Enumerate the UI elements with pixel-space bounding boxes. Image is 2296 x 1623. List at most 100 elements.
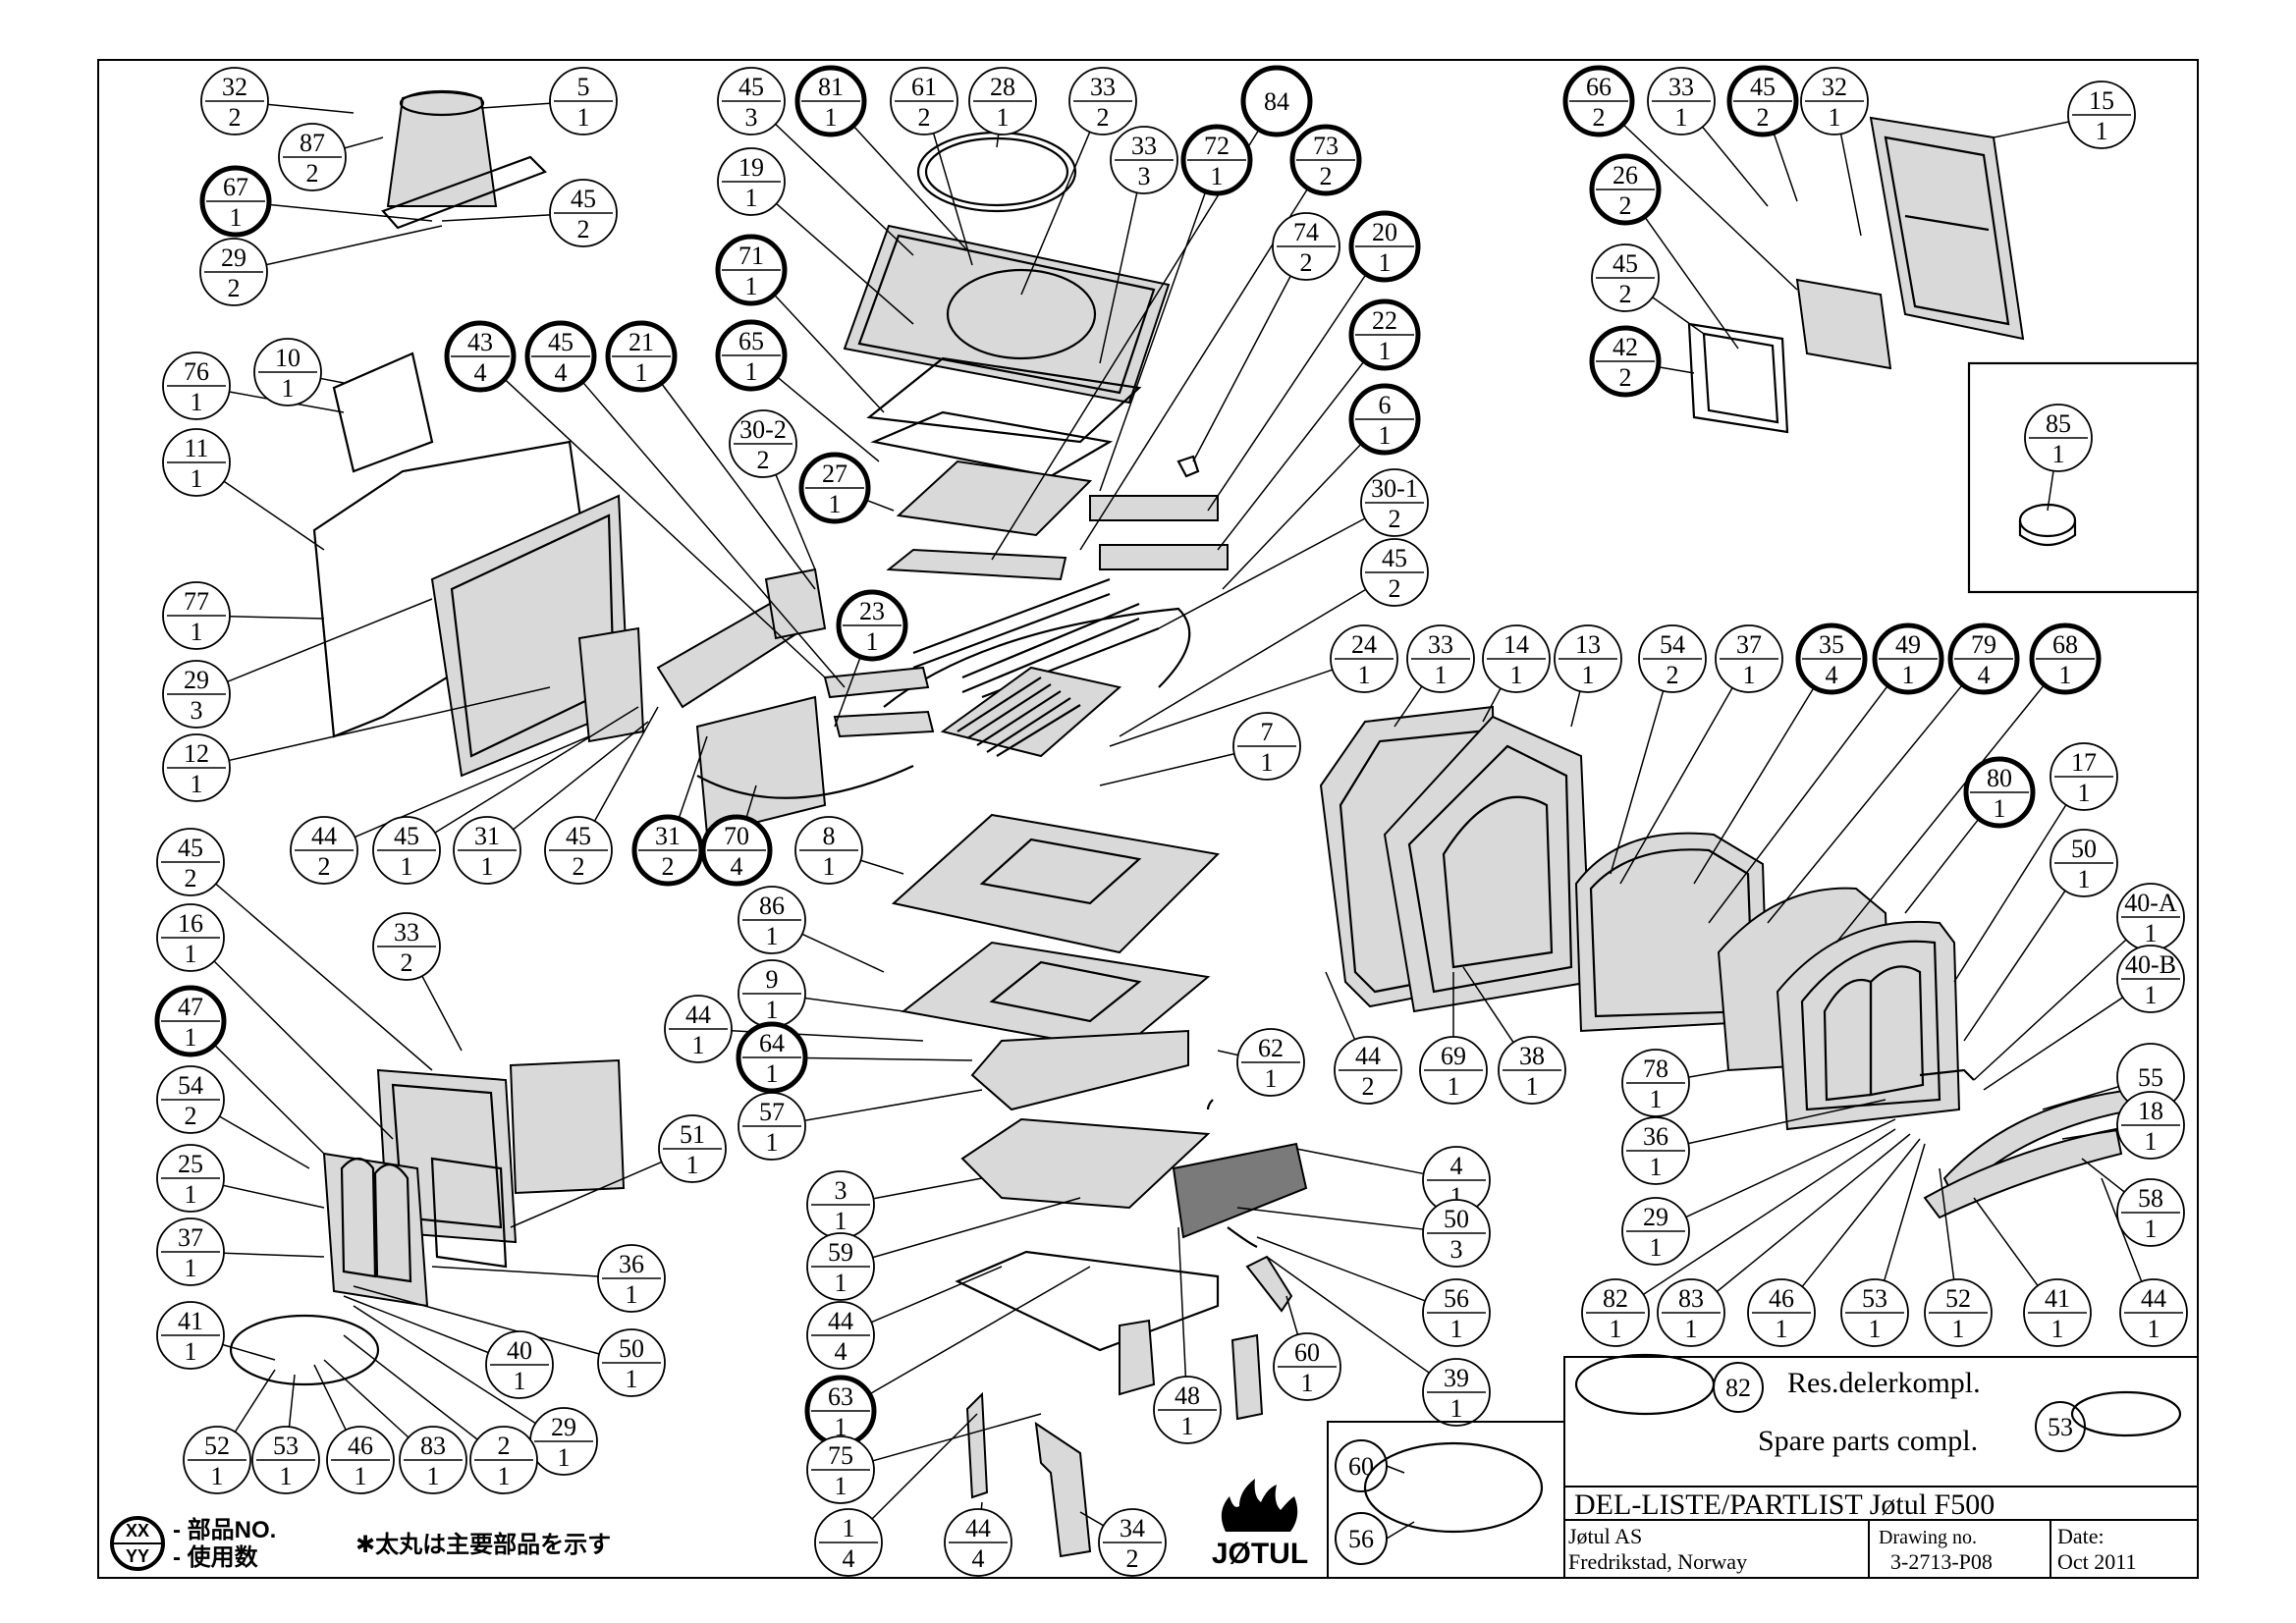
balloon-part-number: 44	[2141, 1284, 2166, 1313]
balloon-part-number: 44	[685, 1001, 711, 1029]
balloon-quantity: 1	[191, 464, 203, 493]
leader-line-b-78	[1688, 1069, 1729, 1078]
drawing-no-label: Drawing no.	[1879, 1527, 1977, 1548]
balloon-quantity: 1	[1379, 248, 1392, 277]
inset-60-label: 60	[1348, 1452, 1374, 1481]
burner-tubes-part	[883, 455, 1229, 758]
balloon-part-number: 33	[1131, 132, 1157, 160]
balloon-part-number: 29	[184, 666, 209, 694]
balloon-quantity: 1	[745, 184, 758, 212]
leader-line-b-31a	[513, 721, 649, 831]
balloon-quantity: 3	[745, 103, 758, 132]
part-balloon-b-33a: 332	[1068, 67, 1137, 135]
leader-line-b-17	[1953, 804, 2067, 983]
leader-line-b-44e	[980, 1501, 983, 1510]
balloon-quantity: 4	[474, 358, 487, 387]
balloon-part-number: 38	[1519, 1042, 1545, 1070]
part-balloon-b-42: 422	[1589, 325, 1662, 398]
part-balloon-b-44e: 444	[944, 1508, 1012, 1577]
balloon-part-number: 56	[1444, 1284, 1469, 1313]
balloon-part-number: 35	[1819, 630, 1844, 659]
balloon-part-number: 52	[204, 1432, 230, 1460]
leader-line-b-44d	[870, 1266, 1003, 1324]
part-balloon-b-7: 71	[1232, 712, 1301, 781]
part-balloon-b-48: 481	[1153, 1376, 1222, 1444]
part-balloon-b-28: 281	[968, 67, 1037, 135]
part-balloon-b-21: 211	[605, 320, 678, 393]
inset-frame	[1967, 361, 2200, 594]
balloon-part-number: 64	[759, 1029, 785, 1057]
balloon-part-number: 86	[759, 892, 785, 920]
kit-53-balloon	[2035, 1401, 2086, 1452]
balloon-part-number: 71	[738, 242, 764, 270]
leader-line-b-53b	[1883, 1143, 1926, 1281]
part-balloon-b-50c: 503	[1422, 1199, 1491, 1268]
balloon-part-number: 45	[1613, 249, 1638, 278]
leader-line-b-44c	[1325, 971, 1356, 1041]
balloon-quantity: 1	[185, 1180, 197, 1209]
balloon-quantity: 1	[745, 272, 758, 300]
part-balloon-b-1: 14	[814, 1508, 883, 1577]
balloon-quantity: 4	[835, 1337, 847, 1366]
leader-line-b-56	[1256, 1236, 1426, 1302]
part-balloon-b-34: 342	[1098, 1508, 1167, 1577]
lower-door-part	[229, 1058, 626, 1386]
balloon-part-number: 14	[1503, 630, 1529, 659]
leader-line-b-21	[660, 382, 816, 590]
part-balloon-b-49: 491	[1872, 622, 1944, 695]
part-balloon-b-33c: 331	[1647, 67, 1716, 135]
leader-line-b-57	[804, 1089, 983, 1121]
balloon-quantity: 1	[2145, 981, 2158, 1009]
leader-line-b-51	[510, 1161, 663, 1228]
leader-line-b-33e	[421, 975, 463, 1052]
leader-line-b-41a	[222, 1343, 276, 1361]
balloon-part-number: 19	[738, 153, 764, 182]
balloon-quantity: 2	[577, 215, 590, 243]
leader-line-b-80	[1904, 818, 1980, 914]
balloon-part-number: 44	[828, 1307, 853, 1335]
jotul-logo: JØTUL	[1212, 1479, 1308, 1570]
balloon-quantity: 1	[1650, 1233, 1663, 1262]
balloon-part-number: 69	[1441, 1042, 1466, 1070]
balloon-part-number: 36	[1643, 1122, 1668, 1151]
location-text: Fredrikstad, Norway	[1568, 1549, 1747, 1574]
part-balloon-b-81: 811	[794, 65, 867, 137]
balloon-quantity: 1	[1448, 1072, 1460, 1101]
balloon-part-number: 4	[1450, 1152, 1463, 1180]
balloon-quantity: 4	[972, 1544, 985, 1573]
balloon-quantity: 1	[230, 203, 243, 232]
balloon-quantity: 3	[1450, 1235, 1463, 1264]
handle-bar-part	[1923, 1127, 2123, 1219]
leader-line-b-47	[213, 1044, 325, 1155]
balloon-quantity: 1	[1526, 1072, 1539, 1101]
balloon-part-number: 68	[2052, 630, 2078, 659]
leader-line-b-64	[804, 1056, 973, 1061]
balloon-part-number: 7	[1261, 718, 1274, 746]
balloon-part-number: 16	[178, 909, 203, 938]
balloon-part-number: 85	[2046, 409, 2071, 438]
balloon-part-number: 50	[619, 1334, 644, 1363]
balloon-quantity: 1	[766, 1059, 779, 1088]
balloon-quantity: 2	[1126, 1544, 1139, 1573]
part-balloon-b-65: 651	[715, 319, 788, 392]
balloon-part-number: 58	[2138, 1184, 2163, 1213]
drawing-no-value: 3-2713-P08	[1890, 1549, 1993, 1574]
balloon-part-number: 33	[1668, 73, 1694, 101]
legend-part-no-text: - 部品NO.	[173, 1516, 276, 1543]
balloon-part-number: 42	[1613, 333, 1638, 361]
balloon-quantity: 1	[1902, 661, 1915, 689]
balloon-quantity: 2	[185, 864, 197, 893]
part-balloon-b-2: 21	[469, 1426, 538, 1494]
part-balloon-b-67: 671	[199, 165, 272, 238]
balloon-part-number: 8	[823, 822, 836, 850]
leader-line-b-50b	[353, 1285, 600, 1355]
leader-line-b-50c	[1236, 1207, 1424, 1230]
balloon-part-number: 45	[571, 185, 596, 213]
leader-line-b-71	[773, 294, 885, 413]
leader-line-b-59	[872, 1197, 1081, 1259]
leader-line-b-13	[1570, 690, 1581, 728]
leader-line-b-24	[1109, 669, 1334, 747]
part-balloon-b-45b: 453	[717, 67, 786, 135]
balloon-part-number: 83	[1678, 1284, 1704, 1313]
balloon-quantity: 1	[835, 1207, 847, 1235]
